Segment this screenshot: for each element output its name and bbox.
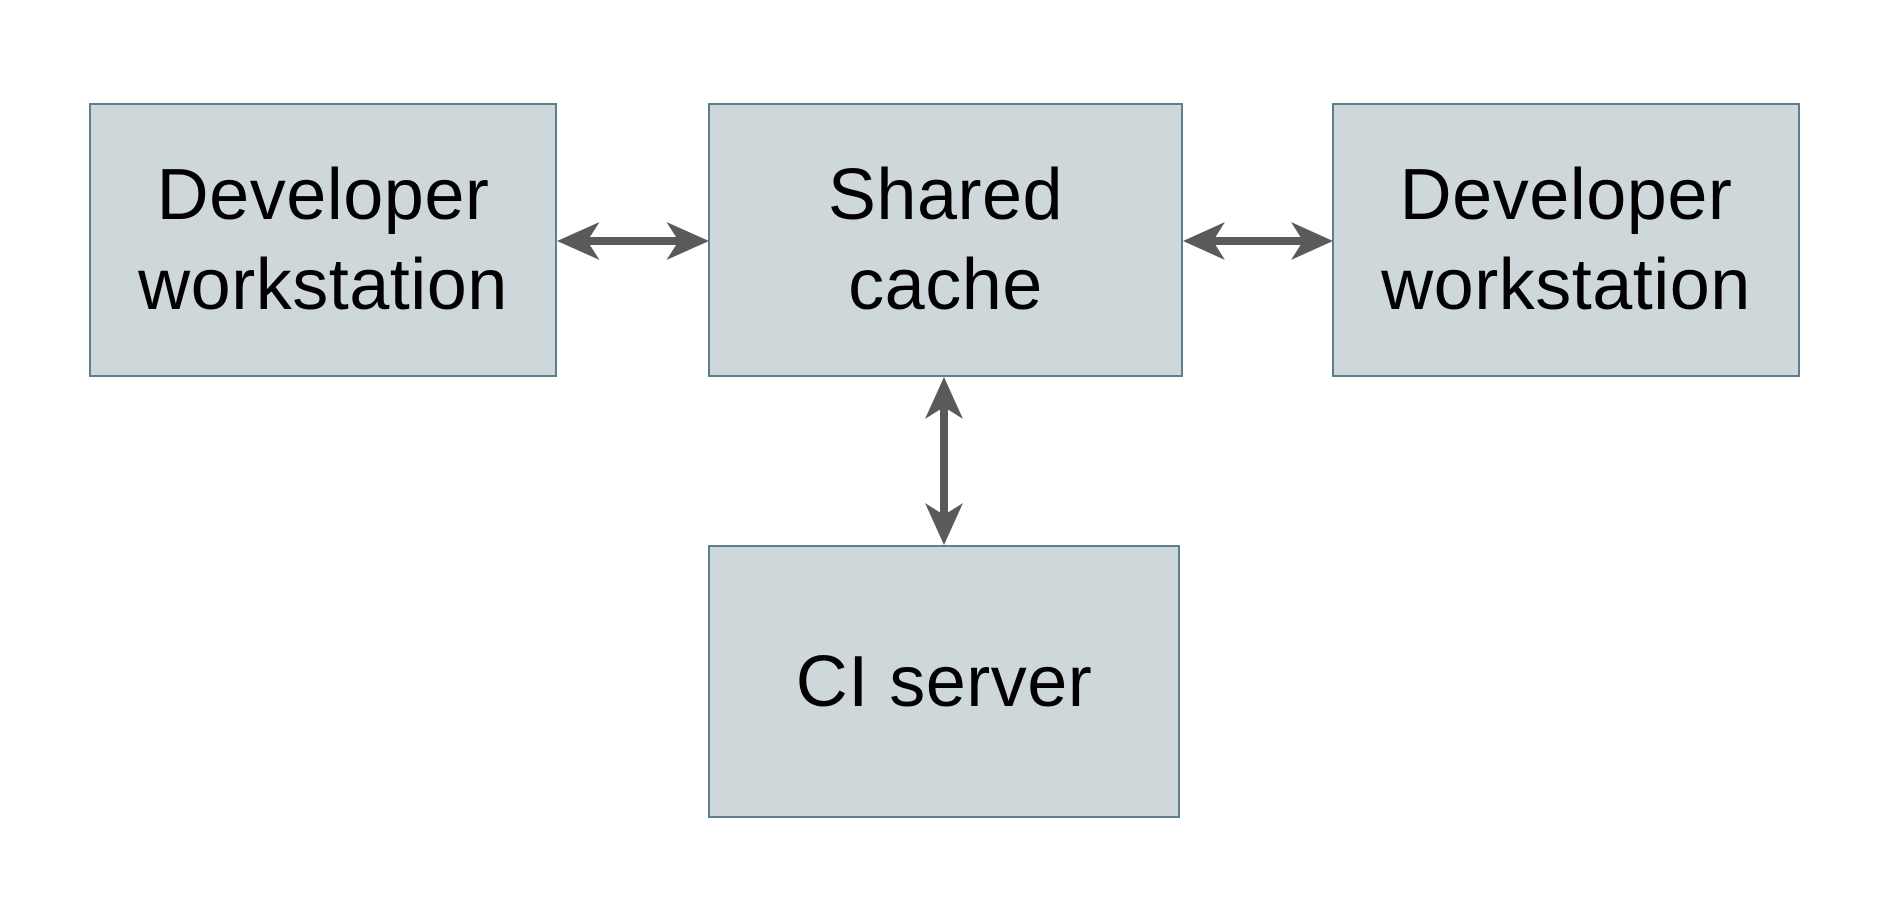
bidirectional-arrow-icon-shared-cache-to-ci-server	[925, 377, 963, 545]
node-label-line: Developer	[1399, 155, 1733, 235]
node-label-line: workstation	[1381, 245, 1751, 325]
node-shared-cache: Shared cache	[708, 103, 1183, 377]
node-developer-workstation-left: Developer workstation	[89, 103, 557, 377]
node-ci-server: CI server	[708, 545, 1180, 818]
node-label-line: Developer	[156, 155, 490, 235]
node-developer-workstation-right: Developer workstation	[1332, 103, 1800, 377]
bidirectional-arrow-icon-shared-cache-to-right-workstation	[1183, 222, 1333, 260]
node-label-line: CI server	[795, 641, 1093, 722]
node-label-line: workstation	[138, 245, 508, 325]
bidirectional-arrow-icon-left-workstation-to-shared-cache	[557, 222, 709, 260]
node-label-line: Shared	[827, 155, 1064, 235]
node-label-line: cache	[848, 245, 1043, 325]
